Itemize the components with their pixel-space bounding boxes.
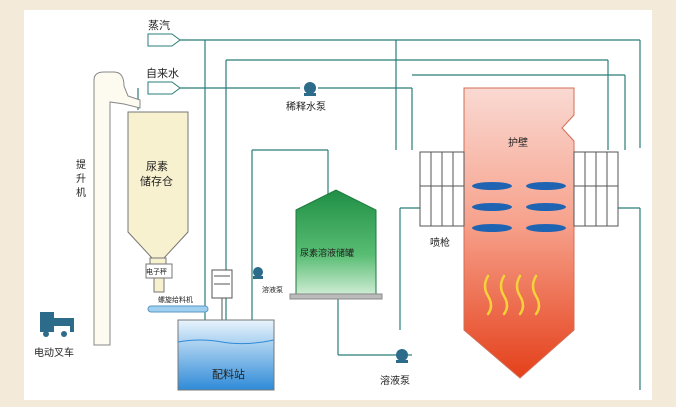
screw-feeder-label: 螺旋给料机	[158, 295, 193, 304]
solution-pump-small-icon[interactable]	[253, 267, 263, 279]
mixing-station	[177, 269, 275, 391]
tap-water-label: 自来水	[146, 67, 179, 80]
solution-pump-icon[interactable]	[396, 349, 408, 363]
dilution-pump-icon[interactable]	[304, 82, 316, 96]
hoist-label-1: 提	[76, 159, 86, 171]
scale-label: 电子秤	[146, 267, 167, 276]
silo-label-1: 尿素	[146, 160, 168, 173]
solution-pump-label: 溶液泵	[380, 374, 410, 387]
hoist	[93, 71, 141, 346]
forklift-icon	[40, 312, 74, 337]
steam-label: 蒸汽	[148, 18, 170, 32]
lance-label: 喷枪	[430, 236, 450, 249]
urea-silo	[127, 111, 189, 293]
storage-tank-label: 尿素溶液储罐	[300, 247, 354, 259]
pipe-network	[137, 39, 641, 390]
silo-label-2: 储存仓	[140, 174, 173, 188]
mixing-station-label: 配料站	[212, 367, 245, 381]
boiler	[463, 87, 575, 379]
water-wall-label: 护壁	[508, 136, 528, 149]
screw-feeder	[147, 305, 209, 313]
tap-water-inlet	[147, 81, 181, 95]
forklift-label: 电动叉车	[34, 346, 74, 359]
steam-inlet	[147, 33, 181, 47]
nozzle-sprays	[472, 182, 566, 232]
hoist-label-2: 升	[76, 173, 86, 185]
dilution-pump-label: 稀释水泵	[286, 100, 326, 113]
solution-pump-small-label: 溶液泵	[262, 285, 283, 294]
urea-solution-tank	[289, 189, 383, 300]
lance-grid-lines	[430, 152, 608, 226]
hoist-label-3: 机	[76, 186, 86, 199]
flame-icons	[483, 274, 541, 316]
